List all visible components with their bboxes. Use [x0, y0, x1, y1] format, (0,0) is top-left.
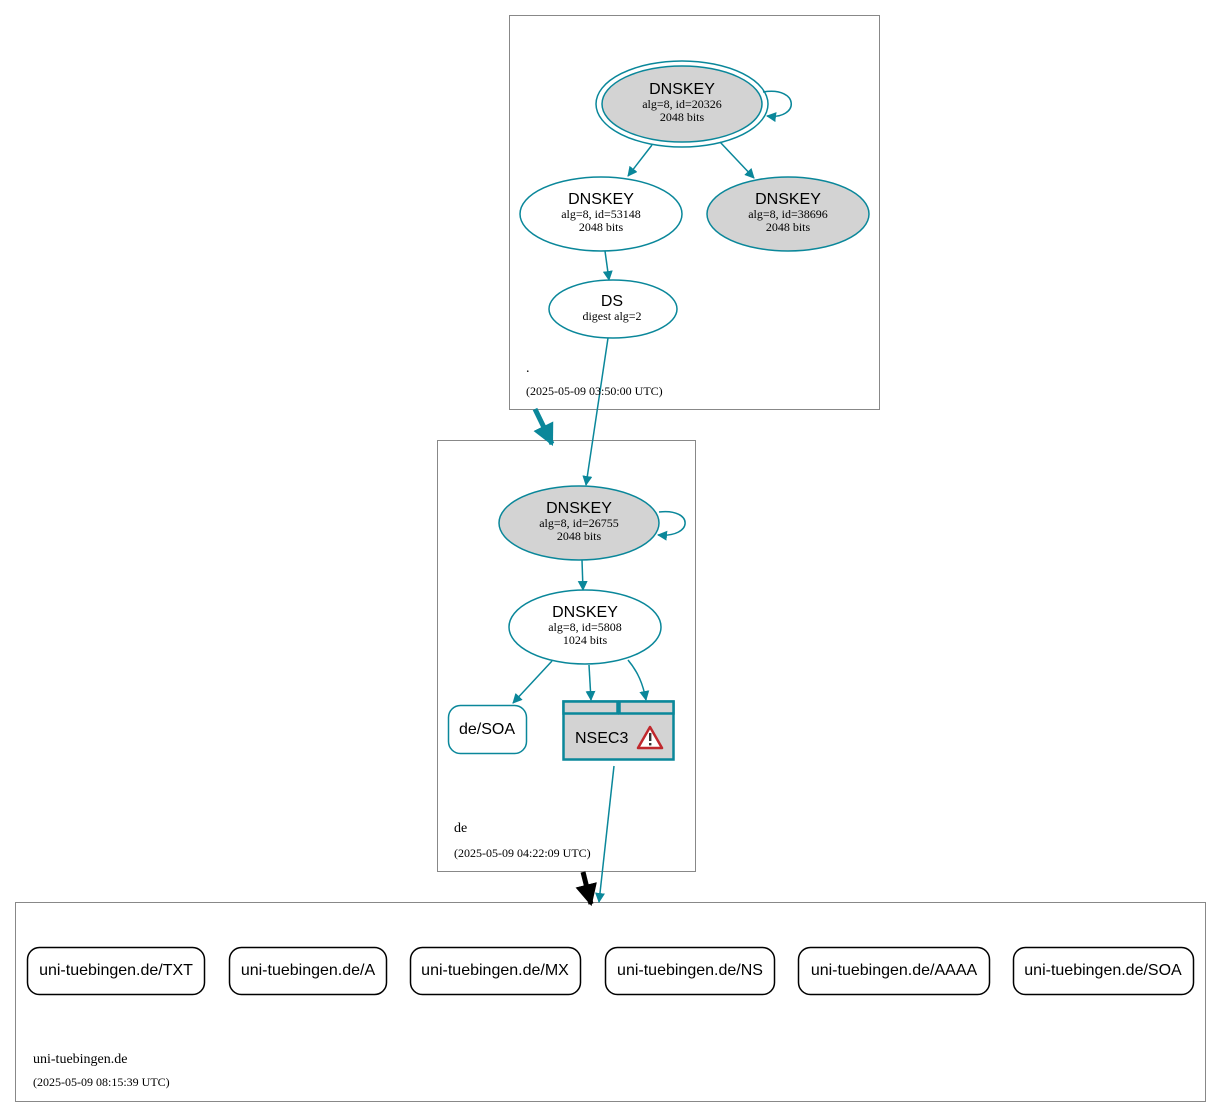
- node-line1: alg=8, id=20326: [642, 97, 722, 111]
- edge-de-zsk-nsec3-a: [585, 664, 596, 701]
- record-label: uni-tuebingen.de/SOA: [1024, 962, 1182, 979]
- record-label: uni-tuebingen.de/A: [241, 962, 376, 979]
- edge-root-de-delegation: [532, 407, 555, 446]
- zone-uni-time: (2025-05-09 08:15:39 UTC): [33, 1075, 170, 1089]
- warning-icon: [636, 725, 664, 750]
- record-label: uni-tuebingen.de/NS: [617, 962, 763, 979]
- node-root-zsk1[interactable]: DNSKEY alg=8, id=53148 2048 bits: [519, 176, 683, 252]
- record-soa[interactable]: uni-tuebingen.de/SOA: [1012, 946, 1195, 996]
- node-line1: digest alg=2: [582, 309, 641, 323]
- record-label: uni-tuebingen.de/MX: [421, 962, 569, 979]
- zone-root-time: (2025-05-09 03:50:00 UTC): [526, 384, 663, 398]
- zone-de-time: (2025-05-09 04:22:09 UTC): [454, 846, 591, 860]
- zone-root-name: .: [526, 361, 530, 376]
- node-line1: alg=8, id=26755: [539, 516, 619, 530]
- node-line1: alg=8, id=5808: [548, 620, 622, 634]
- record-mx[interactable]: uni-tuebingen.de/MX: [409, 946, 582, 996]
- node-title: DS: [601, 293, 623, 310]
- node-line2: 2048 bits: [557, 529, 602, 543]
- node-title: DNSKEY: [552, 604, 618, 621]
- node-de-soa[interactable]: de/SOA: [447, 704, 528, 755]
- edge-ds-de-ksk: [582, 337, 609, 486]
- record-aaaa[interactable]: uni-tuebingen.de/AAAA: [797, 946, 991, 996]
- node-title: DNSKEY: [755, 191, 821, 208]
- node-line2: 2048 bits: [660, 110, 705, 124]
- node-line1: alg=8, id=53148: [561, 207, 641, 221]
- node-root-ksk[interactable]: DNSKEY alg=8, id=20326 2048 bits: [595, 60, 769, 148]
- node-line2: 2048 bits: [766, 220, 811, 234]
- node-line1: alg=8, id=38696: [748, 207, 828, 221]
- node-line2: 1024 bits: [563, 633, 608, 647]
- node-line2: 2048 bits: [579, 220, 624, 234]
- node-root-zsk2[interactable]: DNSKEY alg=8, id=38696 2048 bits: [706, 176, 870, 252]
- node-title: DNSKEY: [649, 81, 715, 98]
- zone-uni-name: uni-tuebingen.de: [33, 1052, 127, 1067]
- edge-root-ksk-zsk2: [719, 141, 755, 179]
- node-label: de/SOA: [459, 721, 515, 738]
- node-de-ksk[interactable]: DNSKEY alg=8, id=26755 2048 bits: [498, 485, 660, 561]
- zone-de-name: de: [454, 821, 467, 836]
- node-root-ds[interactable]: DS digest alg=2: [548, 279, 678, 339]
- edge-de-uni-delegation: [575, 871, 597, 907]
- record-label: uni-tuebingen.de/AAAA: [811, 962, 978, 979]
- node-label: NSEC3: [575, 730, 628, 747]
- node-de-zsk[interactable]: DNSKEY alg=8, id=5808 1024 bits: [508, 589, 662, 665]
- edge-de-ksk-self: [657, 510, 686, 541]
- zone-root-box: [509, 15, 880, 410]
- node-title: DNSKEY: [546, 500, 612, 517]
- record-a[interactable]: uni-tuebingen.de/A: [228, 946, 388, 996]
- edge-de-zsk-nsec3-b: [627, 659, 650, 701]
- edge-de-zsk-soa: [512, 660, 553, 704]
- record-label: uni-tuebingen.de/TXT: [39, 962, 193, 979]
- edge-root-ksk-self: [762, 90, 792, 123]
- edge-root-ksk-zsk1: [627, 144, 653, 177]
- node-de-nsec3[interactable]: NSEC3: [562, 700, 675, 761]
- zone-uni-box: [15, 902, 1206, 1102]
- node-title: DNSKEY: [568, 191, 634, 208]
- edge-de-ksk-zsk: [577, 559, 588, 591]
- edge-nsec3-uni: [595, 765, 615, 903]
- record-ns[interactable]: uni-tuebingen.de/NS: [604, 946, 776, 996]
- zone-de-box: [437, 440, 696, 872]
- edge-root-zsk1-ds: [602, 250, 613, 281]
- record-txt[interactable]: uni-tuebingen.de/TXT: [26, 946, 206, 996]
